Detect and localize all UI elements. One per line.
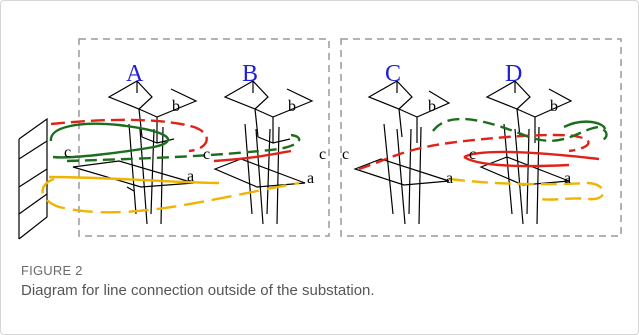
tower-label-d: D — [505, 61, 522, 87]
substation-wall — [18, 117, 48, 240]
phase-label-b-c: b — [428, 98, 436, 115]
phase-label-c-between: c — [319, 146, 326, 163]
figure-caption: FIGURE 2 Diagram for line connection out… — [21, 263, 621, 299]
phase-label-c-c: c — [342, 146, 349, 163]
tower-label-a: A — [126, 61, 144, 87]
tower-b — [213, 80, 314, 225]
phase-label-b-b: b — [288, 98, 296, 115]
figure-caption-text: Diagram for line connection outside of t… — [21, 282, 375, 299]
red-line-left — [50, 118, 208, 153]
phase-label-a-a: a — [187, 168, 194, 185]
tower-c — [353, 80, 451, 225]
phase-label-a-c: a — [446, 170, 453, 187]
green-line-mid — [66, 133, 301, 163]
green-line-left — [49, 122, 169, 159]
red-line-mid — [213, 149, 292, 163]
yellow-line-left — [41, 177, 300, 214]
tower-label-b: B — [242, 61, 258, 87]
phase-label-a-d: a — [564, 170, 571, 187]
figure-label: FIGURE 2 — [21, 263, 83, 278]
phase-label-a-b: a — [307, 170, 314, 187]
dashed-box-right — [340, 38, 622, 237]
dashed-box-left — [78, 38, 330, 237]
line-connection-diagram: A B C D b c a b c a c b c a b c a — [18, 38, 622, 240]
yellow-line-right — [48, 175, 220, 185]
diagram-area: A B C D b c a b c a c b c a b c a — [9, 9, 631, 249]
yellow-line-cd — [448, 177, 605, 201]
green-line-right-solid — [563, 120, 607, 130]
green-line-right — [432, 117, 608, 143]
red-line-d — [463, 150, 600, 168]
phase-label-c-a: c — [64, 144, 71, 161]
red-line-c — [358, 133, 590, 171]
phase-label-c-d: c — [469, 146, 476, 163]
tower-label-c: C — [385, 61, 401, 87]
phase-label-b-d: b — [550, 98, 558, 115]
phase-label-b-a: b — [172, 98, 180, 115]
phase-label-c-b: c — [203, 146, 210, 163]
